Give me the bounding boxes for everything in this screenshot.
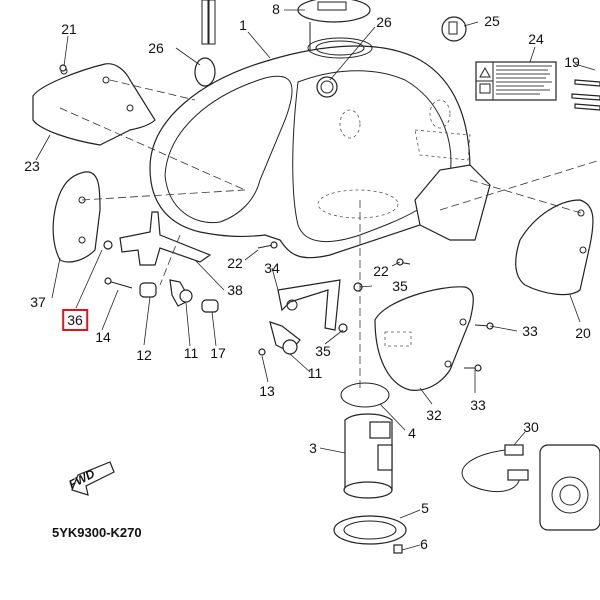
screw-13[interactable]: [258, 348, 266, 356]
callout-33-lower[interactable]: 33: [470, 397, 486, 413]
emblem-pad[interactable]: [194, 57, 216, 87]
screw-22-left[interactable]: [257, 241, 278, 249]
left-side-cover[interactable]: [32, 63, 156, 146]
screw-21[interactable]: [59, 64, 67, 72]
callout-11-left[interactable]: 11: [183, 345, 199, 361]
callout-5[interactable]: 5: [421, 500, 429, 516]
callout-20[interactable]: 20: [575, 325, 591, 341]
throttle-body: [539, 444, 600, 531]
o-ring-gasket[interactable]: [340, 382, 390, 408]
callout-4[interactable]: 4: [408, 425, 416, 441]
callout-35-lower[interactable]: 35: [315, 343, 331, 359]
fuel-tank[interactable]: [149, 37, 471, 259]
callout-26-right[interactable]: 26: [376, 14, 392, 30]
callout-11-right[interactable]: 11: [307, 365, 323, 381]
callout-30[interactable]: 30: [523, 419, 539, 435]
bracket-34[interactable]: [277, 279, 341, 331]
callout-37[interactable]: 37: [30, 294, 46, 310]
yamaha-emblem[interactable]: [316, 76, 338, 98]
bolt-6[interactable]: [393, 544, 403, 554]
callout-33-upper[interactable]: 33: [522, 323, 538, 339]
callout-36-highlighted[interactable]: 36: [62, 309, 88, 331]
callout-26-left[interactable]: 26: [148, 40, 164, 56]
callout-21[interactable]: 21: [61, 21, 77, 37]
bracket-11-left[interactable]: [169, 279, 193, 307]
callout-38[interactable]: 38: [227, 282, 243, 298]
collar-12[interactable]: [139, 282, 157, 298]
leader-lines: [35, 9, 596, 551]
fuel-pump-assembly[interactable]: [343, 413, 393, 499]
side-graphic[interactable]: [571, 79, 600, 111]
mounting-bracket[interactable]: [103, 211, 212, 266]
damper-17[interactable]: [201, 299, 219, 313]
tank-side-panel-left[interactable]: [52, 171, 101, 263]
bracket-11-right[interactable]: [269, 321, 301, 355]
callout-3[interactable]: 3: [309, 440, 317, 456]
callout-6[interactable]: 6: [420, 536, 428, 552]
nut-35-lower[interactable]: [338, 323, 348, 333]
callout-1[interactable]: 1: [239, 17, 247, 33]
callout-17[interactable]: 17: [210, 345, 226, 361]
fuel-hose-assembly[interactable]: [461, 444, 529, 493]
callout-12[interactable]: 12: [136, 347, 152, 363]
callout-34[interactable]: 34: [264, 260, 280, 276]
screw-33-lower[interactable]: [464, 364, 482, 372]
callout-23[interactable]: 23: [24, 158, 40, 174]
drawing-code: 5YK9300-K270: [52, 525, 142, 540]
fuel-octane-label[interactable]: [441, 16, 467, 42]
assembly-guide-lines: [59, 79, 600, 390]
callout-25[interactable]: 25: [484, 13, 500, 29]
retainer-ring[interactable]: [333, 515, 407, 545]
callout-32[interactable]: 32: [426, 407, 442, 423]
callout-13[interactable]: 13: [259, 383, 275, 399]
callout-19[interactable]: 19: [564, 54, 580, 70]
callout-22-right[interactable]: 22: [373, 263, 389, 279]
callout-24[interactable]: 24: [528, 31, 544, 47]
callout-8[interactable]: 8: [272, 1, 280, 17]
bolt-14[interactable]: [104, 277, 133, 289]
tank-mount-bracket[interactable]: [414, 164, 491, 241]
side-cover-20[interactable]: [515, 199, 594, 296]
callout-35-upper[interactable]: 35: [392, 278, 408, 294]
tank-side-cover-right[interactable]: [374, 286, 474, 391]
callout-14[interactable]: 14: [95, 329, 111, 345]
fuel-line-tubes: [201, 0, 216, 45]
warning-label[interactable]: [475, 61, 557, 101]
screw-22-right[interactable]: [396, 258, 411, 266]
forward-arrow-icon: [71, 461, 115, 496]
callout-22-left[interactable]: 22: [227, 255, 243, 271]
